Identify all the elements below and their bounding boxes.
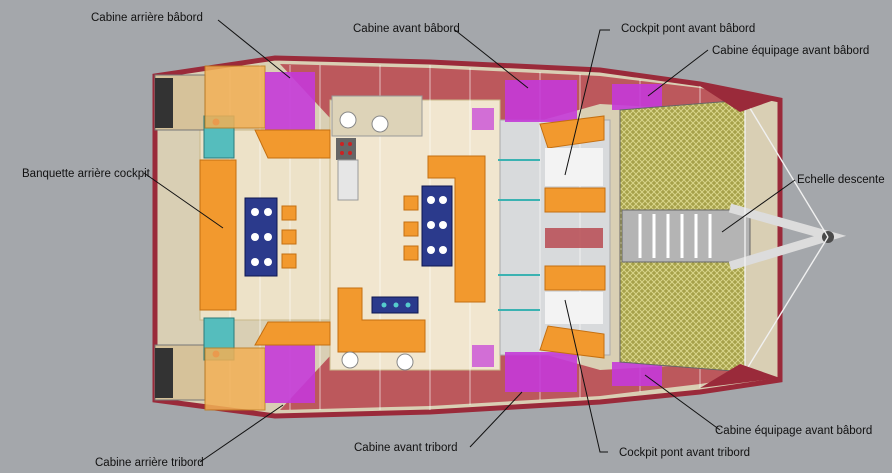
cabin-aft-port-bed xyxy=(204,65,266,129)
saloon-stools xyxy=(403,195,419,261)
forward-cockpit-white-starboard xyxy=(545,292,603,324)
ladder-rungs xyxy=(638,214,712,258)
galley-burners xyxy=(340,142,352,155)
label-banquette-arriere-cockpit: Banquette arrière cockpit xyxy=(22,168,151,180)
boarding-ladder xyxy=(621,209,751,263)
forward-cockpit-seat-port-1 xyxy=(544,187,606,213)
cockpit-bench-aft xyxy=(199,159,237,311)
cockpit-table-place-settings xyxy=(251,208,272,266)
label-cabine-equipage-avant-babord-top: Cabine équipage avant bâbord xyxy=(712,45,869,57)
forestay-wires xyxy=(744,99,829,373)
stern-block-starboard xyxy=(155,348,173,398)
bow-hull-starboard xyxy=(700,364,780,388)
leader-lines xyxy=(143,19,796,463)
label-cabine-arriere-tribord: Cabine arrière tribord xyxy=(95,457,204,469)
cockpit-stools xyxy=(281,205,297,269)
cabin-aft-starboard-bed xyxy=(204,347,266,411)
cockpit-bench-starboard xyxy=(254,321,331,346)
forward-cockpit-bench-port xyxy=(539,115,605,149)
galley-stove xyxy=(336,138,356,160)
bow-hull-port xyxy=(700,86,780,112)
saloon-table-place-settings xyxy=(427,196,447,254)
label-cabine-avant-babord: Cabine avant bâbord xyxy=(353,23,460,35)
label-cabine-arriere-babord: Cabine arrière bâbord xyxy=(91,12,203,24)
cabin-aft-port xyxy=(265,72,315,130)
cabin-aft-starboard xyxy=(265,345,315,403)
crew-cabin-starboard xyxy=(612,362,662,386)
forward-cockpit-bench-starboard xyxy=(539,325,605,359)
stern-block-port xyxy=(155,78,173,128)
galley-worktop xyxy=(337,159,359,201)
lower-saloon-table-dots xyxy=(381,302,411,308)
forward-cockpit-red-panel xyxy=(545,228,603,248)
cabin-forward-starboard xyxy=(505,352,577,392)
cabin-forward-starboard-2 xyxy=(472,345,494,367)
label-cabine-avant-tribord: Cabine avant tribord xyxy=(354,442,458,454)
cabin-forward-port xyxy=(505,80,577,122)
galley-sink-1 xyxy=(339,111,357,129)
crew-cabin-port xyxy=(612,84,662,110)
label-echelle-descente: Echelle descente xyxy=(797,174,885,186)
cockpit-table xyxy=(244,197,278,277)
cabin-forward-port-2 xyxy=(472,108,494,130)
label-cockpit-pont-avant-tribord: Cockpit pont avant tribord xyxy=(619,447,750,459)
galley-sink-2 xyxy=(371,115,389,133)
lower-saloon-bench xyxy=(337,287,426,353)
forward-cockpit-white-port xyxy=(545,148,603,186)
lower-sink-2 xyxy=(396,353,414,371)
label-cabine-equipage-avant-babord-bottom: Cabine équipage avant bâbord xyxy=(715,425,872,437)
forward-cockpit-seat-starboard-1 xyxy=(544,265,606,291)
lower-sink-1 xyxy=(341,351,359,369)
saloon-table xyxy=(421,185,453,267)
cockpit-bench-port xyxy=(254,129,331,159)
label-cockpit-pont-avant-babord: Cockpit pont avant bâbord xyxy=(621,23,755,35)
hull-cross-bars xyxy=(498,159,540,311)
saloon-bench xyxy=(427,155,486,303)
